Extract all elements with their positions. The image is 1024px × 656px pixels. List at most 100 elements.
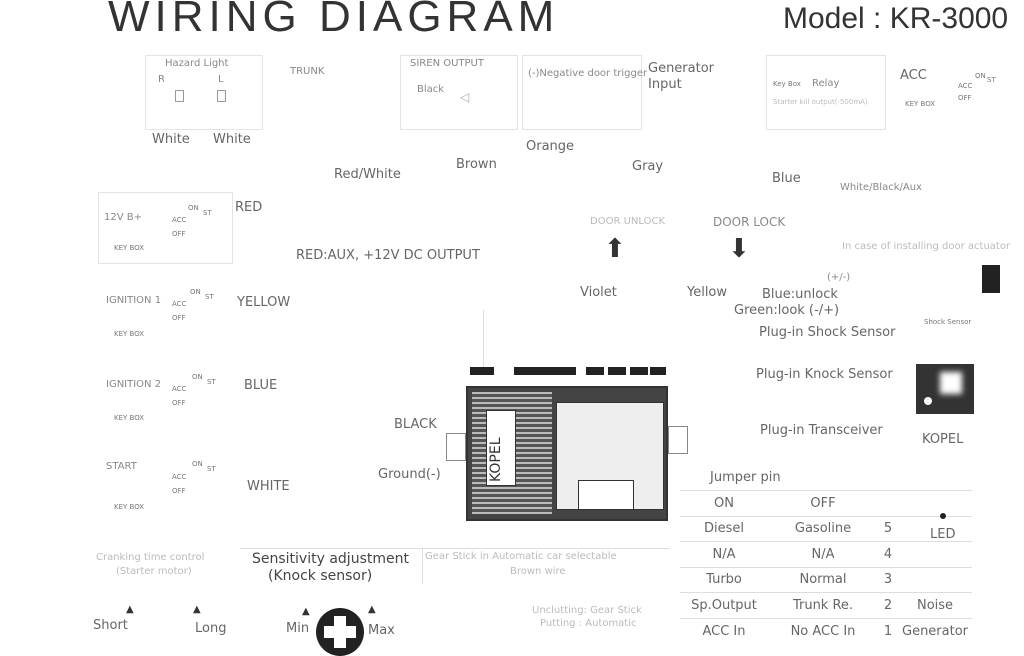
st-text: ST	[207, 378, 216, 386]
acc-text: ACC	[172, 385, 187, 393]
gear-note-3: Unclutting: Gear Stick	[532, 605, 642, 616]
ground-label: Ground(-)	[378, 467, 441, 482]
connector-label: 12P	[534, 376, 553, 387]
triangle-icon: ▲	[302, 606, 310, 617]
door-lock-label: DOOR LOCK	[713, 215, 786, 229]
keybox-text: KEY BOX	[114, 414, 145, 422]
off-text: OFF	[172, 314, 186, 322]
keybox-label: START	[106, 461, 137, 472]
triangle-icon: ▲	[193, 604, 201, 615]
door-trigger-box	[522, 55, 642, 130]
jumper-side: Noise	[898, 592, 973, 618]
wire-green-lock: Green:look (-/+)	[734, 303, 840, 318]
jumper-pin: 2	[878, 592, 898, 618]
acc-text: ACC	[172, 473, 187, 481]
relay-label: Relay	[812, 78, 840, 89]
connector-5p	[650, 367, 666, 375]
jumper-on: Diesel	[680, 515, 768, 542]
jumper-on: N/A	[680, 541, 768, 567]
wire-yellow-door: Yellow	[687, 285, 728, 300]
wire-line	[483, 310, 484, 367]
jumper-side: Generator	[898, 617, 973, 644]
off-text: OFF	[172, 399, 186, 407]
wire-orange: Orange	[526, 139, 575, 154]
door-unlock-label: DOOR UNLOCK	[590, 216, 665, 227]
wire-blue: Blue	[772, 171, 801, 186]
unit-brand: KOPEL	[488, 437, 504, 482]
led-label: LED	[930, 527, 956, 542]
jumper-off: N/A	[768, 541, 878, 567]
wire-red: RED	[235, 200, 263, 215]
gear-note: Gear Stick in Automatic car selectable	[425, 551, 617, 562]
model-label: Model : KR-3000	[783, 2, 1009, 35]
st-text: ST	[207, 465, 216, 473]
on-text: ON	[190, 288, 201, 296]
trunk-label: TRUNK	[290, 66, 325, 77]
jumper-off: No ACC In	[768, 617, 878, 644]
mount-tab-right	[668, 426, 688, 454]
gear-note-2: Brown wire	[510, 566, 566, 577]
wire-blue-unlock: Blue:unlock	[762, 287, 838, 302]
jumper-off: Trunk Re.	[768, 592, 878, 618]
actuator-icon	[982, 265, 1000, 293]
connector-label: 6P	[474, 376, 487, 387]
jumper-title: Jumper pin	[710, 470, 781, 485]
acc-text: ACC	[172, 216, 187, 224]
led-icon	[940, 513, 946, 519]
transceiver-brand: KOPEL	[922, 432, 964, 447]
keybox-text: KEY BOX	[114, 330, 145, 338]
cranking-sub: (Starter motor)	[116, 566, 192, 577]
acc-off: OFF	[958, 94, 972, 102]
transceiver-label: Plug-in Transceiver	[760, 423, 883, 438]
jumper-on: ACC In	[680, 617, 768, 644]
hazard-title: Hazard Light	[165, 58, 229, 69]
jumper-pin: 4	[878, 541, 898, 567]
triangle-icon: ▲	[368, 604, 376, 615]
wire-white-r: White	[152, 132, 190, 147]
jumper-pin: 1	[878, 617, 898, 644]
off-text: OFF	[172, 230, 186, 238]
lamp-icon	[175, 90, 184, 102]
control-unit: KOPEL	[466, 386, 668, 521]
connector-label: 2P	[588, 374, 601, 385]
knock-sensor-label: Plug-in Knock Sensor	[756, 367, 893, 382]
jumper-off: Normal	[768, 566, 878, 593]
keybox-text: KEY BOX	[114, 244, 145, 252]
on-text: ON	[192, 373, 203, 381]
jumper-off: Gasoline	[768, 515, 878, 542]
shock-sensor-label: Plug-in Shock Sensor	[759, 325, 896, 340]
wire-yellow: YELLOW	[237, 295, 291, 310]
keybox-text: KEY BOX	[114, 503, 145, 511]
acc-keybox: KEY BOX	[905, 100, 936, 108]
keybox-label: IGNITION 1	[106, 295, 162, 306]
wire-red-white: Red/White	[334, 167, 401, 182]
keybox-label: IGNITION 2	[106, 379, 162, 390]
adjust-dial-icon[interactable]	[316, 608, 364, 656]
long-label: Long	[195, 621, 227, 636]
jumper-header-off: OFF	[768, 490, 878, 516]
acc-title: ACC	[900, 68, 927, 83]
starter-kill-note: Starter kill output(-500mA)	[773, 98, 868, 106]
jumper-pin: 3	[878, 566, 898, 593]
actuator-note: In case of installing door actuator	[842, 241, 1011, 252]
min-label: Min	[286, 621, 310, 636]
shock-sensor-box-label: Shock Sensor	[924, 318, 972, 326]
jumper-on: Sp.Output	[680, 592, 768, 618]
hazard-light-box	[145, 55, 263, 130]
acc-acc: ACC	[958, 82, 973, 90]
relay-keybox: Key Box	[773, 80, 801, 88]
jumper-on: Turbo	[680, 566, 768, 593]
connector-label: 3P	[631, 374, 644, 385]
polarity-label: (+/-)	[827, 272, 851, 283]
jumper-side	[898, 566, 973, 593]
cranking-label: Cranking time control	[96, 552, 205, 563]
jumper-pin: 5	[878, 515, 898, 542]
st-text: ST	[203, 209, 212, 217]
keybox-label: 12V B+	[104, 212, 142, 223]
wire-blue-ign: BLUE	[244, 378, 278, 393]
wire-black: BLACK	[394, 417, 437, 432]
